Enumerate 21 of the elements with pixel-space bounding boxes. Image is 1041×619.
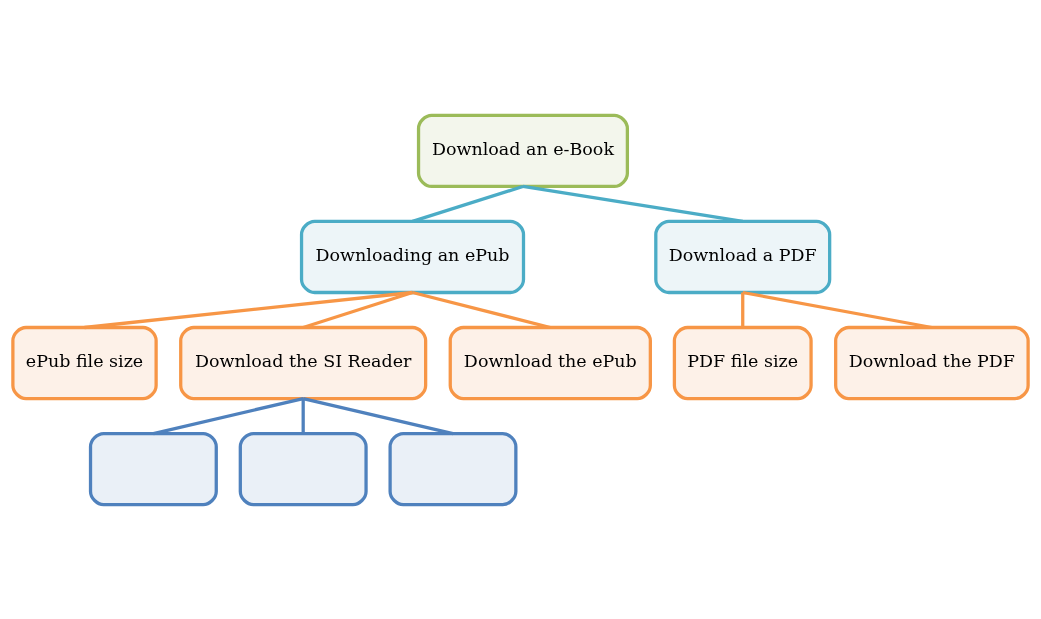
connector (302, 396, 454, 435)
connector (301, 398, 305, 434)
connector (412, 184, 524, 223)
node-box (238, 431, 368, 506)
node-box: Download the PDF (834, 325, 1030, 400)
node-box: Download the ePub (448, 325, 652, 400)
node-box: PDF file size (672, 325, 813, 400)
node-box: Download an e-Book (416, 113, 629, 188)
connector (522, 184, 743, 223)
node-box: Download a PDF (654, 219, 832, 294)
node-box (388, 431, 518, 506)
connector (302, 290, 414, 329)
connector (741, 292, 745, 327)
node-box (88, 431, 218, 506)
node-box: Downloading an ePub (299, 219, 526, 294)
node-box: Download the SI Reader (179, 325, 428, 400)
connector (742, 290, 933, 329)
connector (84, 290, 413, 329)
connector (412, 290, 551, 329)
node-box: ePub file size (11, 325, 158, 400)
connector (153, 396, 304, 435)
